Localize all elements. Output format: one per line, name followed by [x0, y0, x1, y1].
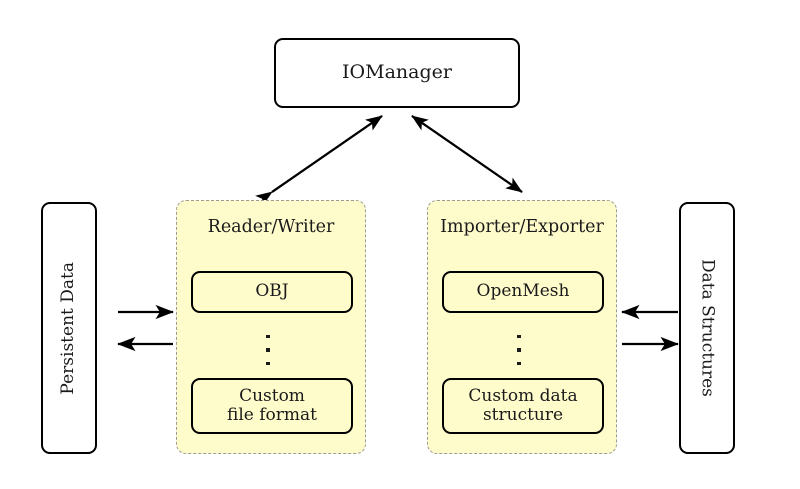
- ellipsis-icon-importer-exporter: [516, 335, 522, 365]
- node-persistent-data-label: Persistent Data: [58, 261, 79, 395]
- node-custom-data-structure-line2: structure: [482, 405, 564, 425]
- group-reader-writer-label: Reader/Writer: [207, 217, 335, 237]
- node-custom-data-structure[interactable]: Custom data structure: [442, 378, 604, 434]
- node-custom-data-structure-line1: Custom data: [468, 385, 578, 406]
- arrow-manager-to-importer-exporter: [411, 115, 523, 193]
- node-data-structures[interactable]: Data Structures: [679, 202, 735, 454]
- node-obj-label: OBJ: [255, 281, 289, 302]
- node-openmesh-label: OpenMesh: [476, 281, 570, 302]
- ellipsis-icon-reader-writer: [265, 335, 271, 365]
- group-reader-writer: Reader/Writer OBJ Custom file format: [176, 200, 366, 454]
- node-iomanager[interactable]: IOManager: [274, 38, 520, 108]
- group-importer-exporter-label: Importer/Exporter: [440, 217, 604, 237]
- node-obj[interactable]: OBJ: [191, 271, 353, 313]
- node-iomanager-label: IOManager: [342, 61, 452, 84]
- arrow-manager-to-reader-writer: [255, 115, 383, 207]
- group-importer-exporter: Importer/Exporter OpenMesh Custom data s…: [427, 200, 617, 454]
- node-custom-file-format-line1: Custom: [239, 385, 305, 406]
- node-persistent-data[interactable]: Persistent Data: [41, 202, 97, 454]
- node-data-structures-label: Data Structures: [697, 259, 718, 397]
- node-openmesh[interactable]: OpenMesh: [442, 271, 604, 313]
- node-custom-file-format-line2: file format: [227, 405, 317, 425]
- node-custom-file-format[interactable]: Custom file format: [191, 378, 353, 434]
